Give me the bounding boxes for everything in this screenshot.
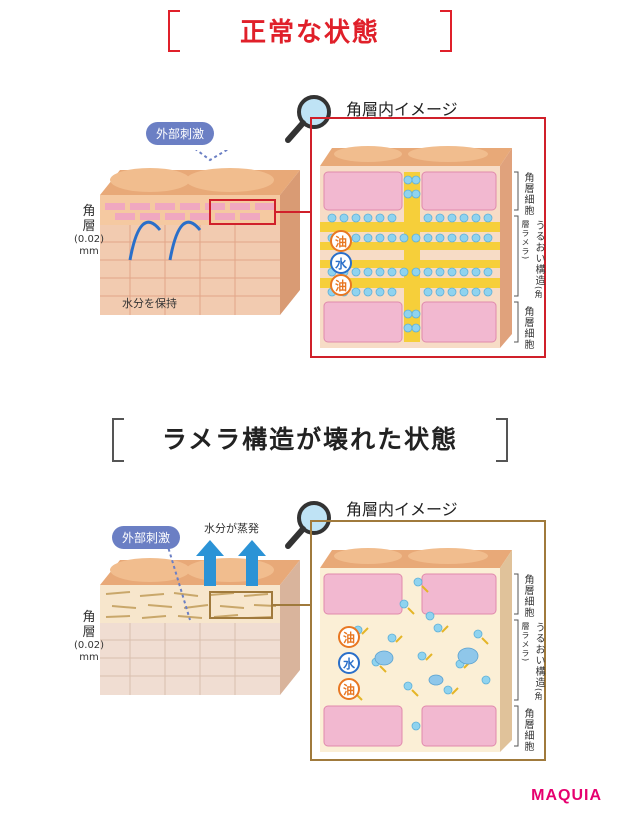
moisture-label: 水分を保持 bbox=[122, 297, 177, 310]
skin-block-normal bbox=[100, 150, 310, 315]
layer-label-damaged: 角 層 (0.02) mm bbox=[74, 610, 105, 663]
magnifier-icon-2 bbox=[285, 501, 331, 549]
oil-badge-top-damaged: 油 bbox=[338, 626, 360, 648]
detail-frame-damaged bbox=[310, 520, 546, 761]
title-bracket-right bbox=[440, 10, 452, 52]
cell-label-bottom-damaged: 角層細胞 bbox=[522, 708, 533, 752]
oil-badge-bottom-normal: 油 bbox=[330, 274, 352, 296]
cell-label-top-normal: 角層細胞 bbox=[522, 172, 533, 216]
lamellar-label-damaged: うるおい構造(角層ラメラ) bbox=[521, 622, 544, 702]
stimulus-label-damaged: 外部刺激 bbox=[112, 526, 181, 549]
section1-title: 正常な状態 bbox=[239, 18, 380, 48]
oil-badge-top-normal: 油 bbox=[330, 230, 352, 252]
section2-title: ラメラ構造が壊れた状態 bbox=[161, 425, 459, 454]
detail-frame-normal bbox=[310, 117, 546, 358]
water-badge-normal: 水 bbox=[330, 252, 352, 274]
stimulus-label-normal: 外部刺激 bbox=[146, 122, 215, 145]
lamellar-label-normal: うるおい構造(角層ラメラ) bbox=[521, 220, 544, 300]
image-label-normal: 角層内イメージ bbox=[346, 100, 458, 119]
evaporation-label: 水分が蒸発 bbox=[204, 522, 259, 535]
evaporation-arrows bbox=[196, 540, 266, 586]
oil-badge-bottom-damaged: 油 bbox=[338, 678, 360, 700]
cell-label-top-damaged: 角層細胞 bbox=[522, 574, 533, 618]
water-badge-damaged: 水 bbox=[338, 652, 360, 674]
cell-label-bottom-normal: 角層細胞 bbox=[522, 306, 533, 350]
title-bracket-left bbox=[168, 10, 180, 52]
title2-bracket-right bbox=[496, 418, 508, 462]
image-label-damaged: 角層内イメージ bbox=[346, 500, 458, 519]
magnifier-icon bbox=[285, 95, 331, 143]
brand-logo: MAQUIA bbox=[531, 787, 602, 804]
layer-label-normal: 角 層 (0.02) mm bbox=[74, 204, 105, 257]
title2-bracket-left bbox=[112, 418, 124, 462]
